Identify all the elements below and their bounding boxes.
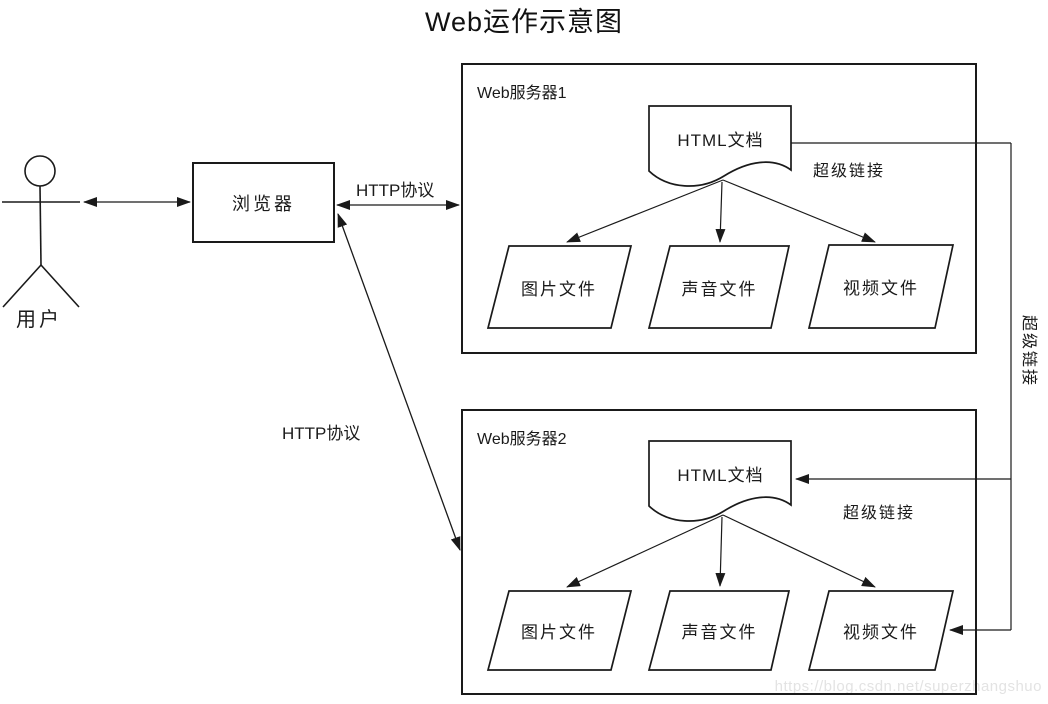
hyperlink-label-server2: 超级链接 [843, 505, 916, 522]
server2-html-doc-label: HTML文档 [677, 465, 764, 485]
http-protocol-label-2: HTTP协议 [282, 424, 361, 443]
server1-image-file-shape [486, 245, 633, 329]
server1-html-doc-shape [648, 105, 792, 187]
server1-video-file-label: 视频文件 [843, 279, 919, 298]
server2-image-file-label: 图片文件 [521, 623, 597, 642]
server1-label: Web服务器1 [477, 85, 567, 102]
server1-video-file-shape [807, 244, 955, 329]
user-leg-right [40, 264, 80, 308]
diagram-title: Web运作示意图 [424, 7, 624, 37]
browser-label: 浏览器 [232, 193, 295, 214]
browser-box [192, 162, 335, 243]
watermark: https://blog.csdn.net/superzhangshuo [774, 678, 1042, 695]
server2-sound-file-shape [647, 590, 791, 671]
server2-html-doc-shape [648, 440, 792, 522]
arrow-browser-server2 [337, 213, 461, 551]
arrow-doc1-video-file [722, 179, 876, 243]
server2-image-file-shape [486, 590, 633, 671]
server1-sound-file-label: 声音文件 [681, 279, 758, 299]
server1-box [461, 63, 977, 354]
server2-video-file-label: 视频文件 [843, 623, 919, 642]
server1-sound-file-shape [647, 245, 791, 329]
user-label: 用户 [16, 309, 62, 331]
server2-video-file-shape [807, 590, 955, 671]
user-body [39, 185, 42, 266]
arrow-doc2-sound-file [715, 516, 726, 587]
arrow-doc2-video-file [722, 514, 876, 588]
server2-label: Web服务器2 [477, 431, 567, 448]
server2-box [461, 409, 977, 695]
user-figure [2, 155, 80, 308]
arrow-doc1-image-file [566, 179, 724, 243]
user-leg-left [2, 264, 42, 308]
arrow-doc2-image-file [566, 514, 724, 588]
arrow-doc1-sound-file [715, 181, 726, 243]
hyperlink-label-vertical: 超级链接 [1020, 314, 1037, 388]
user-head [24, 155, 56, 187]
server2-sound-file-label: 声音文件 [681, 623, 758, 642]
server1-html-doc-label: HTML文档 [677, 130, 764, 150]
hyperlink-label-server1: 超级链接 [813, 163, 886, 180]
http-protocol-label-1: HTTP协议 [356, 181, 435, 200]
server1-image-file-label: 图片文件 [521, 279, 597, 299]
